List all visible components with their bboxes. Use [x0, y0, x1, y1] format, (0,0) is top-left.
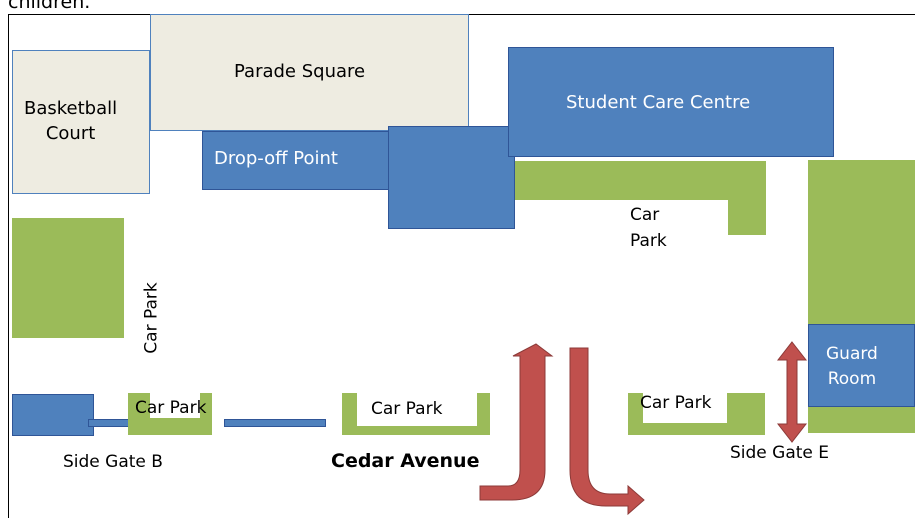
side-gate-b-building: [12, 394, 94, 436]
guard-room: [808, 324, 915, 407]
car-park-upper-cutout: [515, 200, 728, 236]
car-park-lower-left-cutout: [150, 393, 200, 418]
car-park-lower-center-label: Car Park: [371, 399, 443, 419]
car-park-lower-right-cutout: [643, 393, 727, 423]
student-care-centre: [508, 47, 834, 157]
car-park-lower-left-label: Car Park: [135, 398, 207, 418]
car-park-left-area: [12, 218, 124, 338]
parade-square-label: Parade Square: [234, 61, 366, 82]
drop-off-point: [202, 131, 390, 190]
basketball-court: [12, 50, 150, 194]
entry-arrow-icon: [479, 343, 554, 501]
exit-arrow-icon: [569, 347, 645, 516]
car-park-lower-center-cutout: [357, 393, 477, 426]
side-gate-e-label: Side Gate E: [730, 443, 830, 463]
road-name-label: Cedar Avenue: [331, 450, 480, 472]
caption-fragment: children.: [8, 0, 91, 13]
building-connector-block: [388, 126, 515, 229]
parade-square: [150, 14, 469, 131]
side-gate-b-label: Side Gate B: [63, 452, 163, 472]
boundary-bar-center: [224, 419, 326, 427]
gate-e-double-arrow-icon: [776, 341, 808, 443]
basketball-court-label: Basketball Court: [24, 98, 118, 144]
guard-room-label: Guard Room: [826, 344, 878, 389]
car-park-upper-label: Car Park: [630, 205, 667, 251]
car-park-lower-right-label: Car Park: [640, 393, 712, 413]
student-care-centre-label: Student Care Centre: [566, 92, 751, 113]
drop-off-point-label: Drop-off Point: [214, 148, 338, 169]
